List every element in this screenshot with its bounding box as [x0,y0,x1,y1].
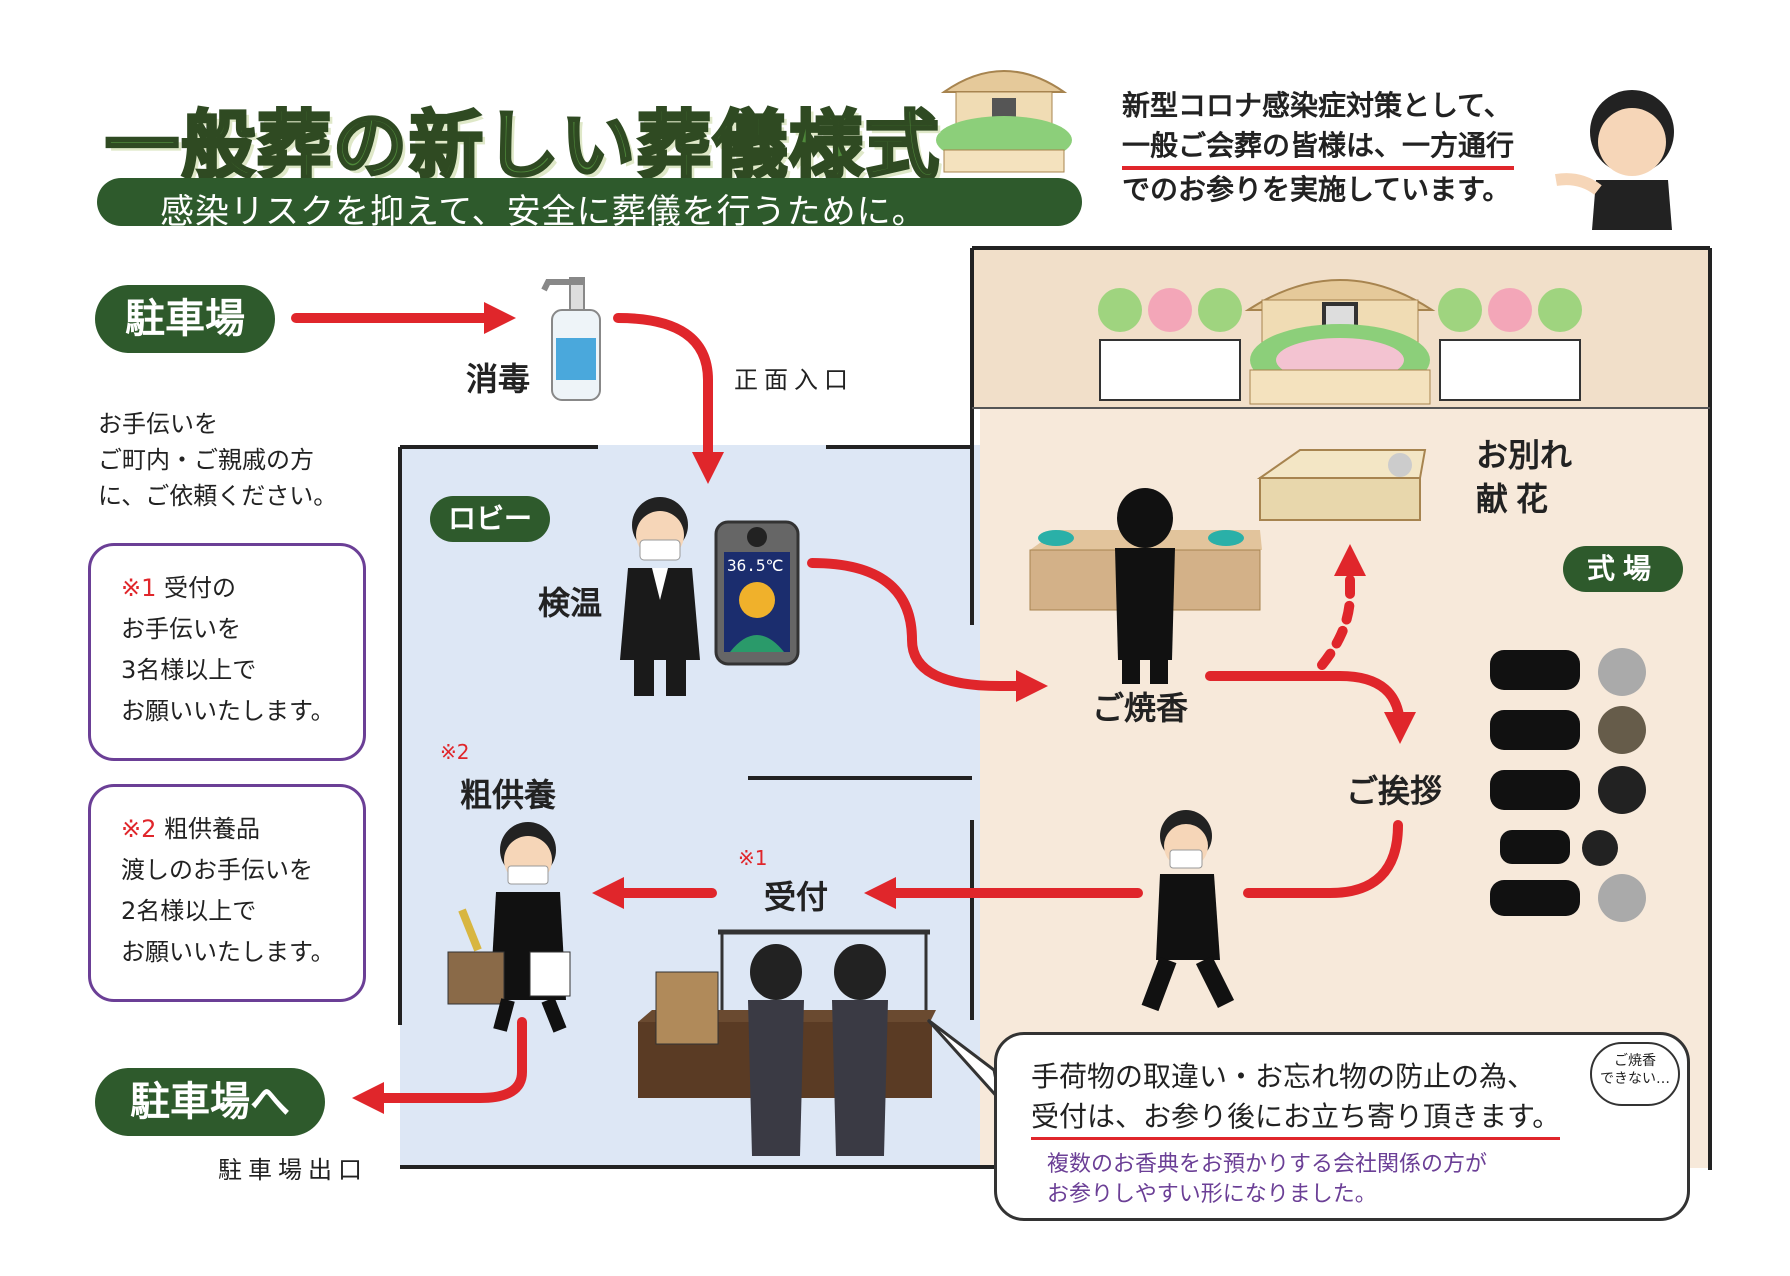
note-2-line-3: 2名様以上で [121,897,257,925]
bubble-line-2: 受付は、お参り後にお立ち寄り頂きます。 [1031,1097,1561,1140]
title-altar-emblem [936,70,1072,173]
note-1-mark: ※1 [121,574,157,602]
arrow-incense-to-greeting [1205,671,1416,744]
help-request-text: お手伝いを ご町内・ご親戚の方 に、ご依頼ください。 [98,410,338,510]
parking-exit-caption: 駐車場出口 [218,1156,368,1184]
arrow-disinfect-to-entrance [613,313,725,485]
coffin-illustration [1256,449,1427,521]
bubble-line-1: 手荷物の取違い・お忘れ物の防止の為、 [1031,1060,1536,1093]
incense-label: ご焼香 [1092,689,1189,727]
walls [398,246,1712,1170]
note-1-line-1: 受付の [156,574,237,602]
flower-stands-left [1098,288,1242,401]
gift-label: 粗供養 [460,776,557,814]
greeting-label: ご挨拶 [1346,772,1443,810]
lobby-label: ロビー [430,496,550,542]
note-box-2: ※2 粗供養品 渡しのお手伝いを 2名様以上で お願いいたします。 [88,784,366,1002]
note-2-mark: ※2 [121,815,157,843]
notice-line-3: でのお参りを実施しています。 [1122,173,1511,206]
flower-stands-right [1438,288,1582,401]
arrow-gift-to-exit [351,1017,527,1115]
farewell-flowers-label-2: 献花 [1476,480,1557,518]
flow-arrows [291,301,1416,1115]
gift-staff-illustration [447,822,571,1033]
temperature-check-label: 検温 [538,584,603,622]
speech-bubble: 手荷物の取違い・お忘れ物の防止の為、 受付は、お参り後にお立ち寄り頂きます。 複… [994,1032,1690,1221]
thermometer-reading: 36.5℃ [727,556,784,575]
note-2-line-4: お願いいたします。 [121,938,335,966]
arrow-incense-to-flowers [1317,543,1367,670]
note-1-line-2: お手伝いを [121,615,241,643]
mourner-incense-illustration [1115,488,1175,684]
family-row-illustration [1490,648,1646,922]
one-way-notice: 新型コロナ感染症対策として、 一般ご会葬の皆様は、一方通行 でのお参りを実施して… [1122,86,1562,210]
note-2-line-1: 粗供養品 [156,815,261,843]
front-entrance-label: 正面入口 [734,366,854,394]
arrow-thermo-to-incense [807,558,1049,703]
reception-label: 受付 [764,878,829,916]
notice-line-2: 一般ご会葬の皆様は、一方通行 [1122,126,1515,170]
bubble-sub-1: 複数のお香典をお預かりする会社関係の方が [1047,1152,1488,1177]
disinfect-label: 消毒 [466,360,531,398]
presenter-woman-illustration [1555,90,1674,230]
reception-desk-illustration [638,929,936,1156]
note-1-line-3: 3名様以上で [121,656,257,684]
altar-illustration [1244,279,1436,405]
ceremony-hall-label: 式場 [1563,546,1683,592]
page-subtitle: 感染リスクを抑えて、安全に葬儀を行うために。 [160,192,927,232]
note-2-line-2: 渡しのお手伝いを [121,856,313,884]
note-box-1: ※1 受付の お手伝いを 3名様以上で お願いいたします。 [88,543,366,761]
farewell-flowers-label-1: お別れ [1476,436,1573,474]
notice-line-1: 新型コロナ感染症対策として、 [1122,89,1512,122]
reception-mark: ※1 [738,846,768,870]
page-title: 一般葬の新しい葬儀様式 [104,102,941,191]
arrow-greeting-to-reception [1243,820,1403,898]
sanitizer-bottle-illustration [541,277,601,401]
staff-temperature-illustration [620,497,700,696]
subtitle-banner [97,178,1082,226]
thermometer-kiosk-illustration [714,520,800,666]
thought-bubble: ご焼香 できない… [1590,1042,1680,1106]
gift-mark: ※2 [440,740,470,764]
note-1-line-4: お願いいたします。 [121,697,335,725]
walking-mourner-illustration [1141,810,1235,1012]
parking-label: 駐車場 [95,285,275,353]
parking-exit-label: 駐車場へ [95,1068,325,1136]
bubble-sub-2: お参りしやすい形になりました。 [1047,1182,1377,1207]
